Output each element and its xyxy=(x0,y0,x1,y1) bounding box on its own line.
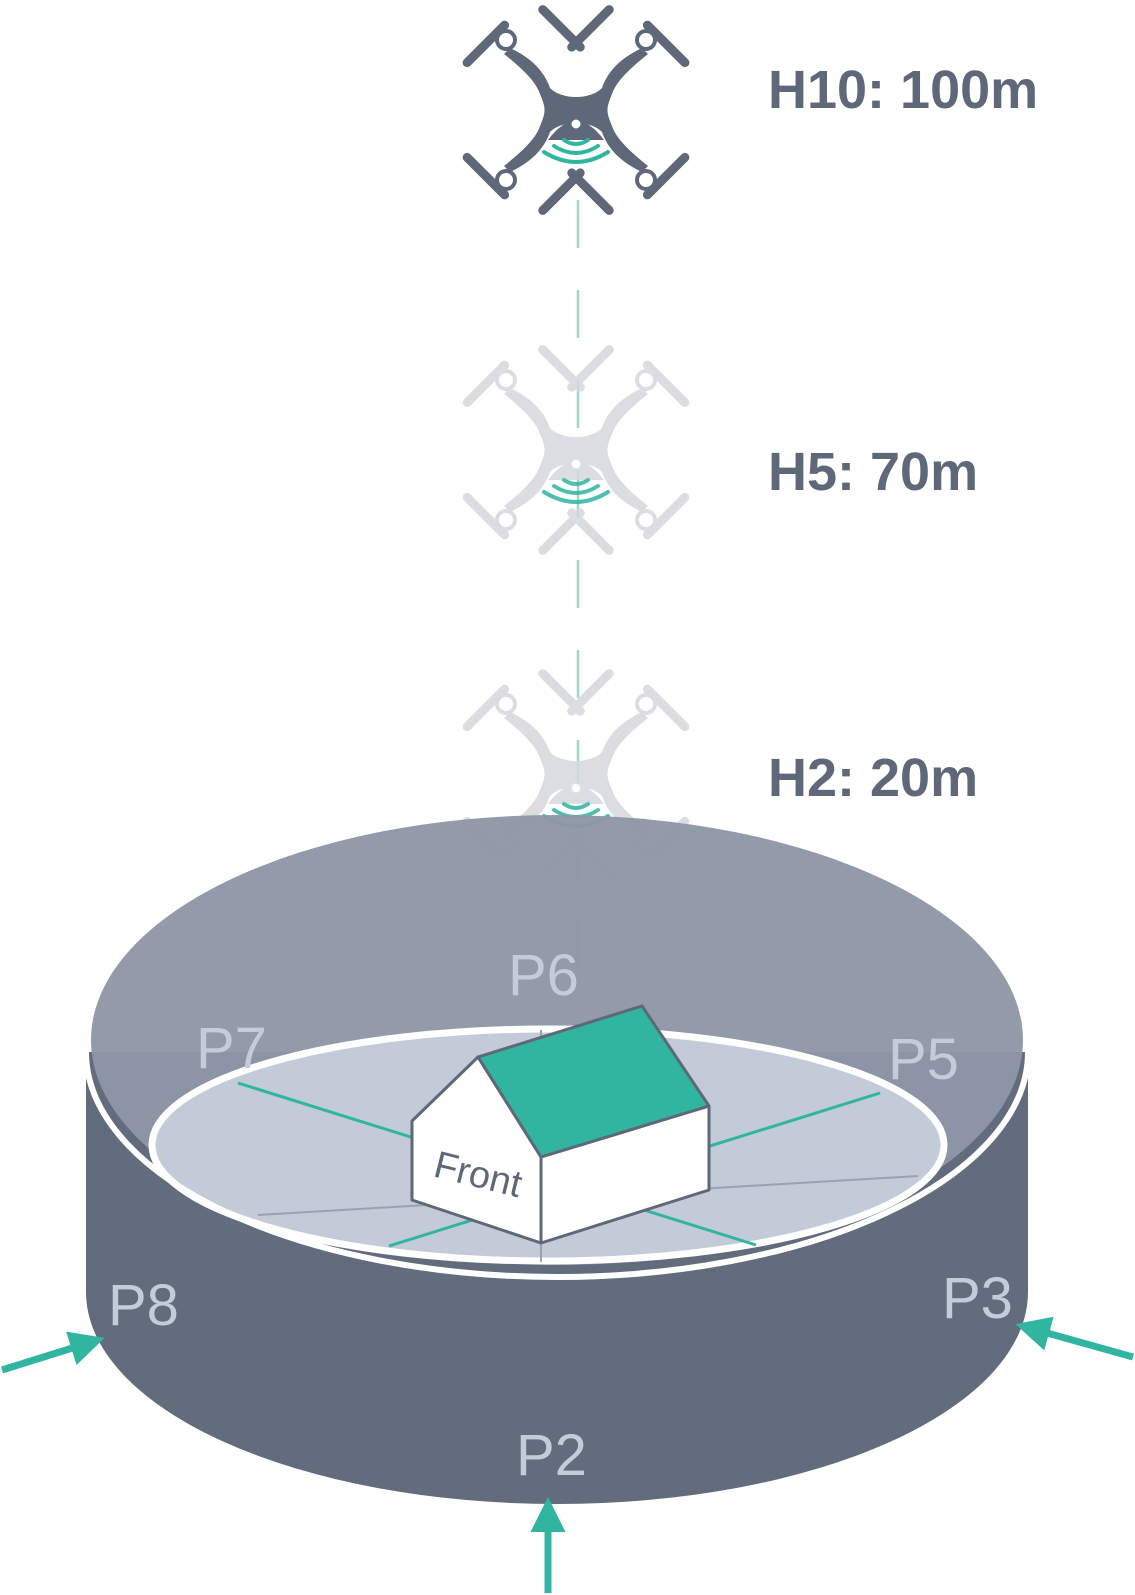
point-label-p8: P8 xyxy=(108,1273,179,1338)
drone-icon xyxy=(458,1,694,219)
arrow-icon xyxy=(1015,1316,1134,1361)
altitude-label-h10: H10: 100m xyxy=(768,60,1038,120)
point-label-p5: P5 xyxy=(888,1027,959,1092)
house-icon: Front xyxy=(410,1004,711,1245)
point-label-p3: P3 xyxy=(942,1266,1013,1331)
point-label-p2: P2 xyxy=(516,1423,587,1488)
point-label-p7: P7 xyxy=(196,1016,267,1081)
arrow-icon xyxy=(0,1331,105,1374)
drone-icon xyxy=(458,341,694,559)
altitude-label-h2: H2: 20m xyxy=(768,748,978,808)
altitude-label-h5: H5: 70m xyxy=(768,442,978,502)
point-label-p6: P6 xyxy=(508,943,579,1008)
